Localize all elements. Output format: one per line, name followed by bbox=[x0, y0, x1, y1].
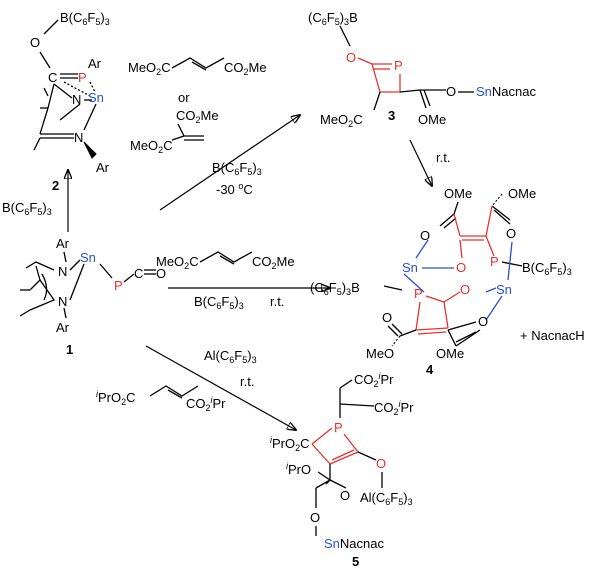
c1-phosphorus: P bbox=[114, 278, 123, 293]
fumarate-meo2c: MeO2C bbox=[128, 60, 171, 77]
c4-borane-right: B(C6F5)3 bbox=[522, 260, 572, 277]
c1-oxygen: O bbox=[156, 266, 166, 281]
c4-o-f: O bbox=[382, 310, 392, 325]
c3-meo2c: MeO2C bbox=[320, 112, 363, 129]
c4-ome-top: OMe bbox=[444, 186, 472, 201]
c2-ar-top: Ar bbox=[88, 56, 102, 71]
c4-ome-right: OMe bbox=[508, 186, 536, 201]
fumarate3-co2ipr: CO2iPr bbox=[186, 395, 226, 413]
c4-o-c: O bbox=[456, 260, 466, 275]
compound-2: B(C6F5)3 O C P Ar Sn N N Ar 2 bbox=[30, 10, 110, 193]
c1-label: 1 bbox=[66, 342, 73, 357]
c2-n-top: N bbox=[72, 92, 81, 107]
c4-sn-right: Sn bbox=[496, 282, 512, 297]
c1-ar-bottom: Ar bbox=[56, 320, 70, 335]
c2-ar-bottom: Ar bbox=[96, 160, 110, 175]
c5-o-ester: O bbox=[310, 510, 320, 525]
c4-label: 4 bbox=[426, 362, 434, 377]
c5-ipro2c: iPrO2C bbox=[270, 435, 310, 453]
c3-snnacnac: SnNacnac bbox=[476, 84, 536, 99]
arrow-diag-down-temp: r.t. bbox=[240, 374, 254, 389]
c4-nacnach: + NacnacH bbox=[520, 328, 585, 343]
compound-4: OMe O OMe O O P B(C6F5)3 Sn Sn P bbox=[310, 186, 585, 377]
c5-co2ipr-top: CO2iPr bbox=[354, 371, 394, 389]
maleate-meo2c: MeO2C bbox=[130, 138, 173, 155]
c5-snnacnac: SnNacnac bbox=[324, 536, 384, 551]
c4-o-d: O bbox=[460, 282, 470, 297]
c4-borane-left: (C6F5)3B bbox=[310, 280, 360, 297]
c2-carbon: C bbox=[48, 70, 57, 85]
c1-ar-top: Ar bbox=[56, 236, 70, 251]
arrow-right-temp: r.t. bbox=[270, 294, 284, 309]
maleate-co2me-top: CO2Me bbox=[176, 108, 219, 125]
c3-label: 3 bbox=[388, 108, 395, 123]
c4-o-b: O bbox=[506, 226, 516, 241]
c3-borane: (C6F5)3B bbox=[308, 10, 358, 27]
c4-p-lower: P bbox=[414, 286, 423, 301]
c5-o-carbonyl: O bbox=[340, 488, 350, 503]
arrow-diag-down-reagent: Al(C6F5)3 bbox=[204, 348, 257, 365]
c4-meo-bottom: MeO bbox=[366, 346, 394, 361]
c1-tin: Sn bbox=[80, 250, 96, 265]
c2-n-bottom: N bbox=[74, 130, 83, 145]
arrow-diag-up-reagent: B(C6F5)3 bbox=[212, 160, 262, 177]
c4-sn-left: Sn bbox=[402, 260, 418, 275]
arrow-3-to-4: r.t. bbox=[409, 139, 450, 186]
arrow-down-temp: r.t. bbox=[436, 150, 450, 165]
c5-phosphorus: P bbox=[334, 420, 343, 435]
arrow-diag-up-or: or bbox=[178, 90, 190, 105]
c4-o-e: O bbox=[478, 314, 488, 329]
arrow-1-to-5: Al(C6F5)3 r.t. iPrO2C CO2iPr bbox=[96, 345, 296, 430]
c3-ome: OMe bbox=[418, 112, 446, 127]
c5-oxygen: O bbox=[376, 456, 386, 471]
c4-ome-bottom: OMe bbox=[436, 346, 464, 361]
arrow-1-to-3: MeO2C CO2Me or CO2Me MeO2C B(C6F5)3 -30 … bbox=[128, 57, 300, 211]
fumarate2-co2me: CO2Me bbox=[252, 254, 295, 271]
c5-aluminum: Al(C6F5)3 bbox=[360, 490, 413, 507]
compound-3: (C6F5)3B O P MeO2C 3 OMe O SnNacnac bbox=[308, 10, 536, 129]
c2-borane: B(C6F5)3 bbox=[60, 10, 110, 27]
arrow-diag-up-temp: -30 oC bbox=[216, 181, 253, 197]
c4-o-a: O bbox=[420, 228, 430, 243]
c2-oxygen: O bbox=[30, 35, 40, 50]
c2-label: 2 bbox=[52, 178, 59, 193]
fumarate3-ipro2c: iPrO2C bbox=[96, 389, 136, 407]
arrow-up-reagent: B(C6F5)3 bbox=[2, 200, 52, 217]
c2-tin: Sn bbox=[88, 90, 104, 105]
c3-oxygen-ester: O bbox=[446, 84, 456, 99]
c3-phosphorus: P bbox=[394, 58, 403, 73]
compound-1: Ar N Sn N Ar P C O 1 bbox=[19, 236, 166, 357]
c5-label: 5 bbox=[352, 554, 359, 569]
arrow-1-to-4: MeO2C CO2Me B(C6F5)3 r.t. bbox=[156, 251, 330, 311]
c2-phosphorus: P bbox=[78, 70, 87, 85]
c5-co2ipr-right: CO2iPr bbox=[374, 399, 414, 417]
c4-p-upper: P bbox=[490, 254, 499, 269]
c1-n-top: N bbox=[58, 264, 67, 279]
c5-ipro: iPrO bbox=[286, 461, 311, 477]
arrow-right-reagent: B(C6F5)3 bbox=[194, 294, 244, 311]
fumarate-co2me: CO2Me bbox=[224, 60, 267, 77]
c1-carbon: C bbox=[134, 266, 143, 281]
compound-5: CO2iPr CO2iPr P iPrO2C O Al(C6F5)3 iPrO … bbox=[270, 371, 414, 569]
c3-oxygen: O bbox=[346, 50, 356, 65]
fumarate2-meo2c: MeO2C bbox=[156, 254, 199, 271]
c1-n-bottom: N bbox=[58, 294, 67, 309]
